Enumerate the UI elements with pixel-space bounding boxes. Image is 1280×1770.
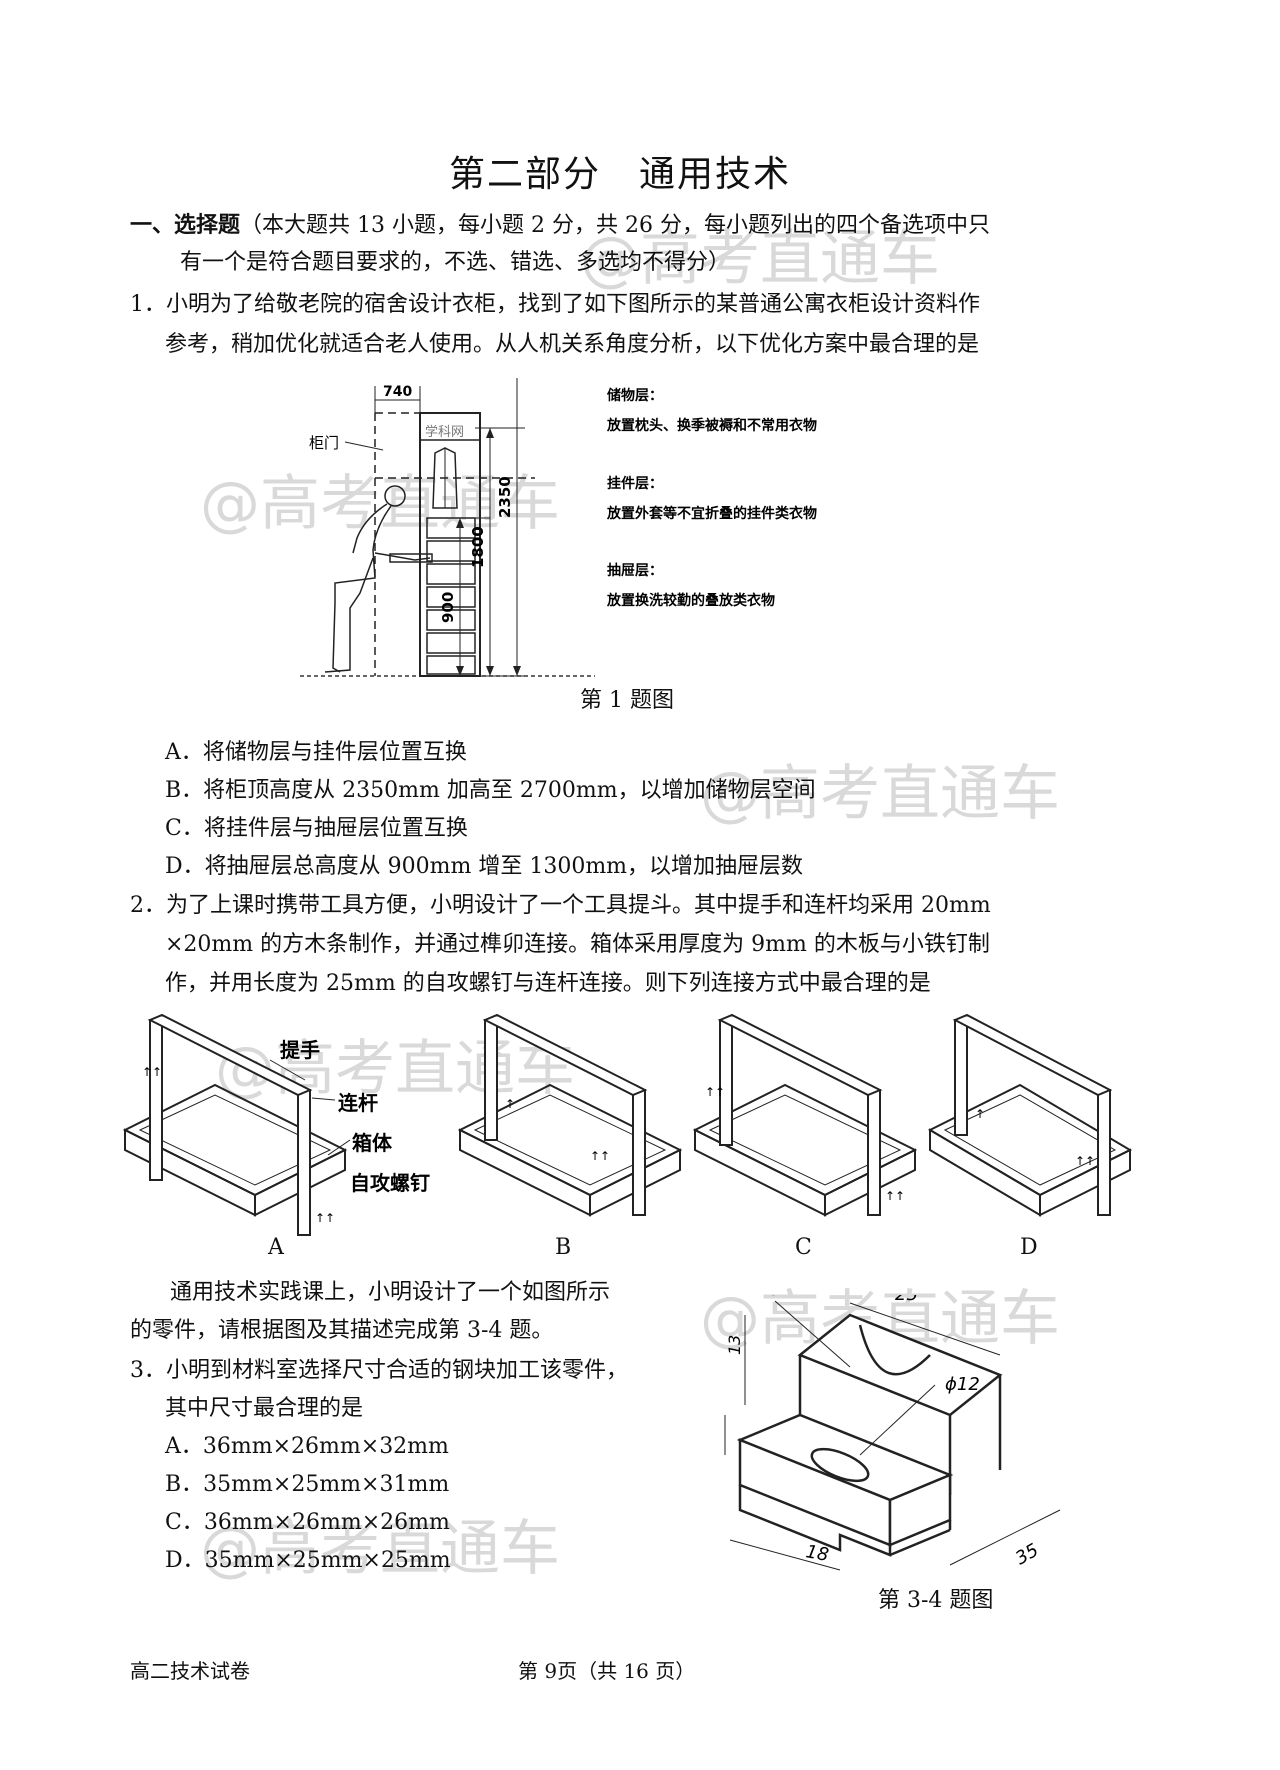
dim-r6: R6 <box>755 1295 779 1300</box>
dim-35: 35 <box>1012 1540 1042 1570</box>
hanging-desc: 放置外套等不宜折叠的挂件类衣物 <box>606 505 817 522</box>
wardrobe-figure: 740 柜门 学科网 1800 900 2350 储物层： 放置枕头、换季被褥和… <box>300 378 817 677</box>
watermark: @高考直通车 <box>200 1514 560 1584</box>
intro-3-4: 通用技术实践课上，小明设计了一个如图所示 <box>170 1280 611 1305</box>
q1-option-b: B．将柜顶高度从 2350mm 加高至 2700mm，以增加储物层空间 <box>165 778 816 803</box>
q1-caption: 第 1 题图 <box>580 688 674 713</box>
label-rod: 连杆 <box>338 1091 378 1115</box>
hanging-title: 挂件层： <box>607 475 663 492</box>
label-handle: 提手 <box>280 1038 320 1062</box>
dim-25: 25 <box>895 1295 918 1305</box>
storage-title: 储物层： <box>606 387 663 404</box>
q2-stem: 作，并用长度为 25mm 的自攻螺钉与连杆连接。则下列连接方式中最合理的是 <box>165 971 931 996</box>
q2-option-letter-c: C <box>795 1235 812 1260</box>
q1-stem: 1．小明为了给敬老院的宿舍设计衣柜，找到了如下图所示的某普通公寓衣柜设计资料作 <box>130 292 980 317</box>
q3-option-d: D．35mm×25mm×25mm <box>165 1548 451 1573</box>
dim-total-label: 2350 <box>496 476 514 518</box>
watermark: @高考直通车 <box>200 469 560 539</box>
footer-page: 第 9页（共 16 页） <box>518 1659 696 1683</box>
door-label: 柜门 <box>309 434 339 452</box>
q3-option-a: A．36mm×26mm×32mm <box>165 1434 449 1459</box>
section-desc: （本大题共 13 小题，每小题 2 分，共 26 分，每小题列出的四个备选项中只 <box>240 213 990 238</box>
svg-text:↑↑: ↑↑ <box>142 1065 162 1079</box>
small-watermark: 学科网 <box>425 424 464 440</box>
svg-text:↑↑: ↑↑ <box>590 1149 610 1163</box>
svg-text:↑↑: ↑↑ <box>705 1085 725 1099</box>
part-drawing: R6 25 13 ϕ12 6 6 35 18 <box>720 1295 1061 1571</box>
q2-stem: 2．为了上课时携带工具方便，小明设计了一个工具提斗。其中提手和连杆均采用 20m… <box>130 893 991 918</box>
q1-option-d: D．将抽屉层总高度从 900mm 增至 1300mm，以增加抽屉层数 <box>165 854 804 879</box>
q2-option-letter-a: A <box>268 1235 284 1260</box>
tool-box-a: ↑↑ ↑↑ <box>122 1013 348 1236</box>
section-header: 一、选择题（本大题共 13 小题，每小题 2 分，共 26 分，每小题列出的四个… <box>130 212 990 239</box>
drawer-title: 抽屉层： <box>607 562 663 579</box>
dim-18: 18 <box>804 1541 830 1566</box>
q3-stem: 3．小明到材料室选择尺寸合适的钢块加工该零件， <box>130 1358 628 1383</box>
label-screw: 自攻螺钉 <box>350 1171 430 1195</box>
q1-option-c: C．将挂件层与抽屉层位置互换 <box>165 816 468 841</box>
section-desc-2: 有一个是符合题目要求的，不选、错选、多选均不得分） <box>180 250 731 275</box>
q1-option-a: A．将储物层与挂件层位置互换 <box>165 740 467 765</box>
storage-desc: 放置枕头、换季被褥和不常用衣物 <box>606 417 817 434</box>
svg-text:↑↑: ↑↑ <box>1075 1154 1095 1168</box>
dim-13: 13 <box>725 1335 744 1355</box>
dim-drawer-label: 900 <box>439 592 457 623</box>
tool-box-c: ↑↑ ↑↑ <box>692 1013 918 1217</box>
label-box: 箱体 <box>352 1131 393 1155</box>
dim-width-label: 740 <box>383 384 412 400</box>
q1-stem: 参考，稍加优化就适合老人使用。从人机关系角度分析，以下优化方案中最合理的是 <box>165 332 980 357</box>
dim-phi12: ϕ12 <box>945 1374 980 1395</box>
section-heading: 一、选择题 <box>130 212 241 238</box>
tool-box-options-figure: ↑↑ ↑↑ ↑ ↑↑ ↑↑ ↑↑ ↑ ↑↑ 提 <box>122 1013 1133 1236</box>
q2-option-letter-b: B <box>555 1235 572 1260</box>
intro-3-4: 的零件，请根据图及其描述完成第 3-4 题。 <box>130 1318 554 1343</box>
dim-hang-label: 1800 <box>469 526 487 568</box>
q3-option-c: C．36mm×26mm×26mm <box>165 1510 450 1535</box>
svg-text:↑: ↑ <box>975 1107 985 1121</box>
svg-text:↑: ↑ <box>505 1097 515 1111</box>
q3-option-b: B．35mm×25mm×31mm <box>165 1472 450 1497</box>
dim-6a: 6 <box>720 1435 724 1445</box>
watermark: @高考直通车 <box>580 224 940 294</box>
watermark: @高考直通车 <box>700 759 1060 829</box>
svg-text:↑↑: ↑↑ <box>885 1189 905 1203</box>
page-title: 第二部分 通用技术 <box>448 154 791 195</box>
drawer-desc: 放置换洗较勤的叠放类衣物 <box>606 592 775 609</box>
footer-left: 高二技术试卷 <box>130 1659 250 1683</box>
watermark: @高考直通车 <box>215 1034 575 1104</box>
svg-text:↑↑: ↑↑ <box>315 1211 335 1225</box>
tool-box-d: ↑ ↑↑ <box>927 1013 1133 1217</box>
q2-option-letter-d: D <box>1020 1235 1038 1260</box>
tool-box-b: ↑ ↑↑ <box>457 1013 683 1217</box>
q3-stem: 其中尺寸最合理的是 <box>165 1396 364 1421</box>
fig34-caption: 第 3-4 题图 <box>878 1588 994 1613</box>
q2-stem: ×20mm 的方木条制作，并通过榫卯连接。箱体采用厚度为 9mm 的木板与小铁钉… <box>165 932 990 957</box>
